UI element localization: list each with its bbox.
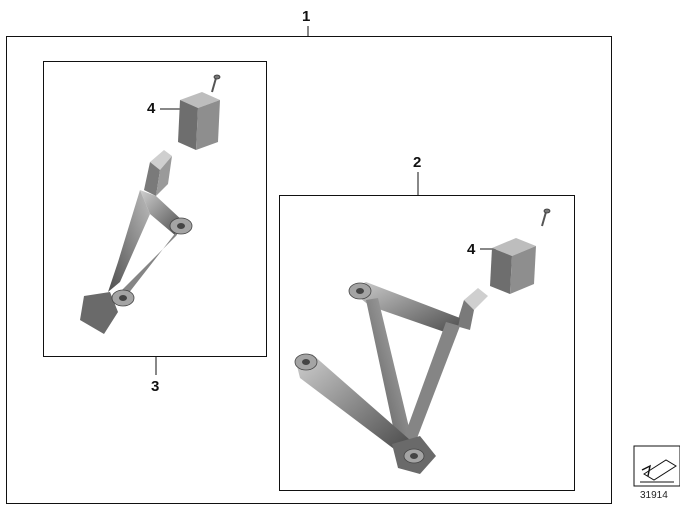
callout-3: 3	[151, 378, 160, 395]
right-kit-frame	[279, 195, 575, 491]
callout-4-right: 4	[467, 241, 476, 258]
right-bracket-icon	[294, 282, 488, 474]
left-kit-frame	[43, 61, 267, 357]
callout-1: 1	[302, 8, 311, 25]
left-screw-icon	[211, 74, 221, 93]
assembly-frame	[6, 36, 612, 504]
leader-lines	[155, 26, 500, 375]
catalog-number: 31914	[640, 490, 668, 501]
right-pad-icon	[490, 238, 536, 294]
left-pad-icon	[178, 92, 220, 150]
callout-4-left: 4	[147, 100, 156, 117]
arrow-plate-icon	[633, 445, 680, 487]
left-bracket-icon	[80, 150, 193, 334]
callout-2: 2	[413, 154, 422, 171]
right-screw-icon	[541, 208, 551, 227]
